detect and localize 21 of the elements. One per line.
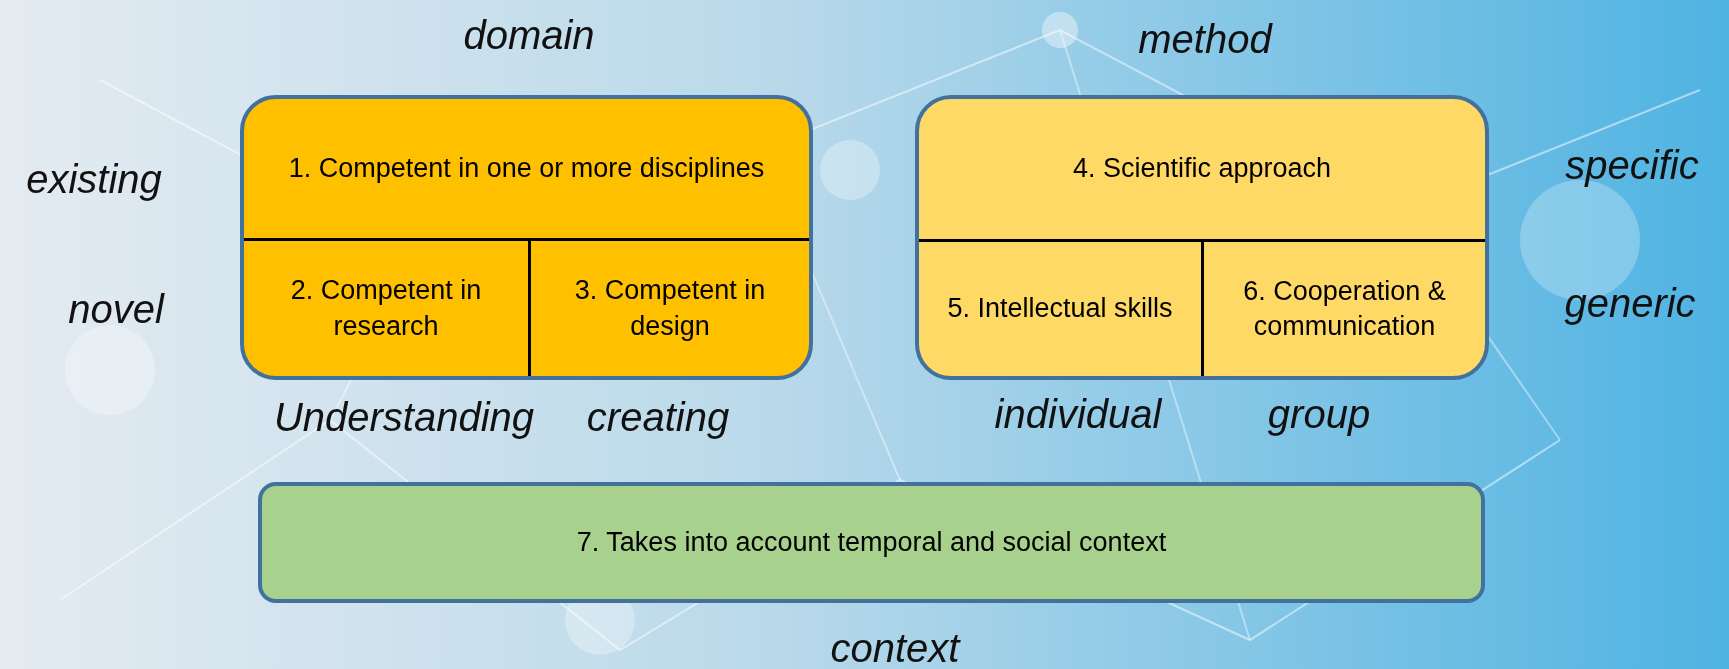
axis-label: Understanding xyxy=(273,394,535,440)
axis-label: method xyxy=(1138,16,1272,62)
axis-label: specific xyxy=(1565,142,1699,188)
banner-text: 7. Takes into account temporal and social context xyxy=(576,527,1167,558)
table-cell: 1. Competent in one or more disciplines xyxy=(244,99,809,241)
table-cell: 6. Cooperation & communication xyxy=(1204,242,1485,376)
table-cell: 2. Competent in research xyxy=(244,241,531,376)
axis-label: novel xyxy=(68,286,164,332)
rounded-panel xyxy=(240,95,813,380)
axis-label: individual xyxy=(994,391,1162,437)
axis-label: context xyxy=(830,625,960,669)
axis-label: group xyxy=(1267,391,1371,437)
table-cell: 5. Intellectual skills xyxy=(919,242,1204,376)
axis-label: creating xyxy=(586,394,730,440)
axis-label: domain xyxy=(463,12,595,58)
text-banner xyxy=(258,482,1485,603)
rounded-panel xyxy=(915,95,1489,380)
table-cell: 3. Competent in design xyxy=(531,241,809,376)
axis-label: existing xyxy=(26,156,162,202)
axis-label: generic xyxy=(1564,280,1696,326)
table-cell: 4. Scientific approach xyxy=(919,99,1485,242)
